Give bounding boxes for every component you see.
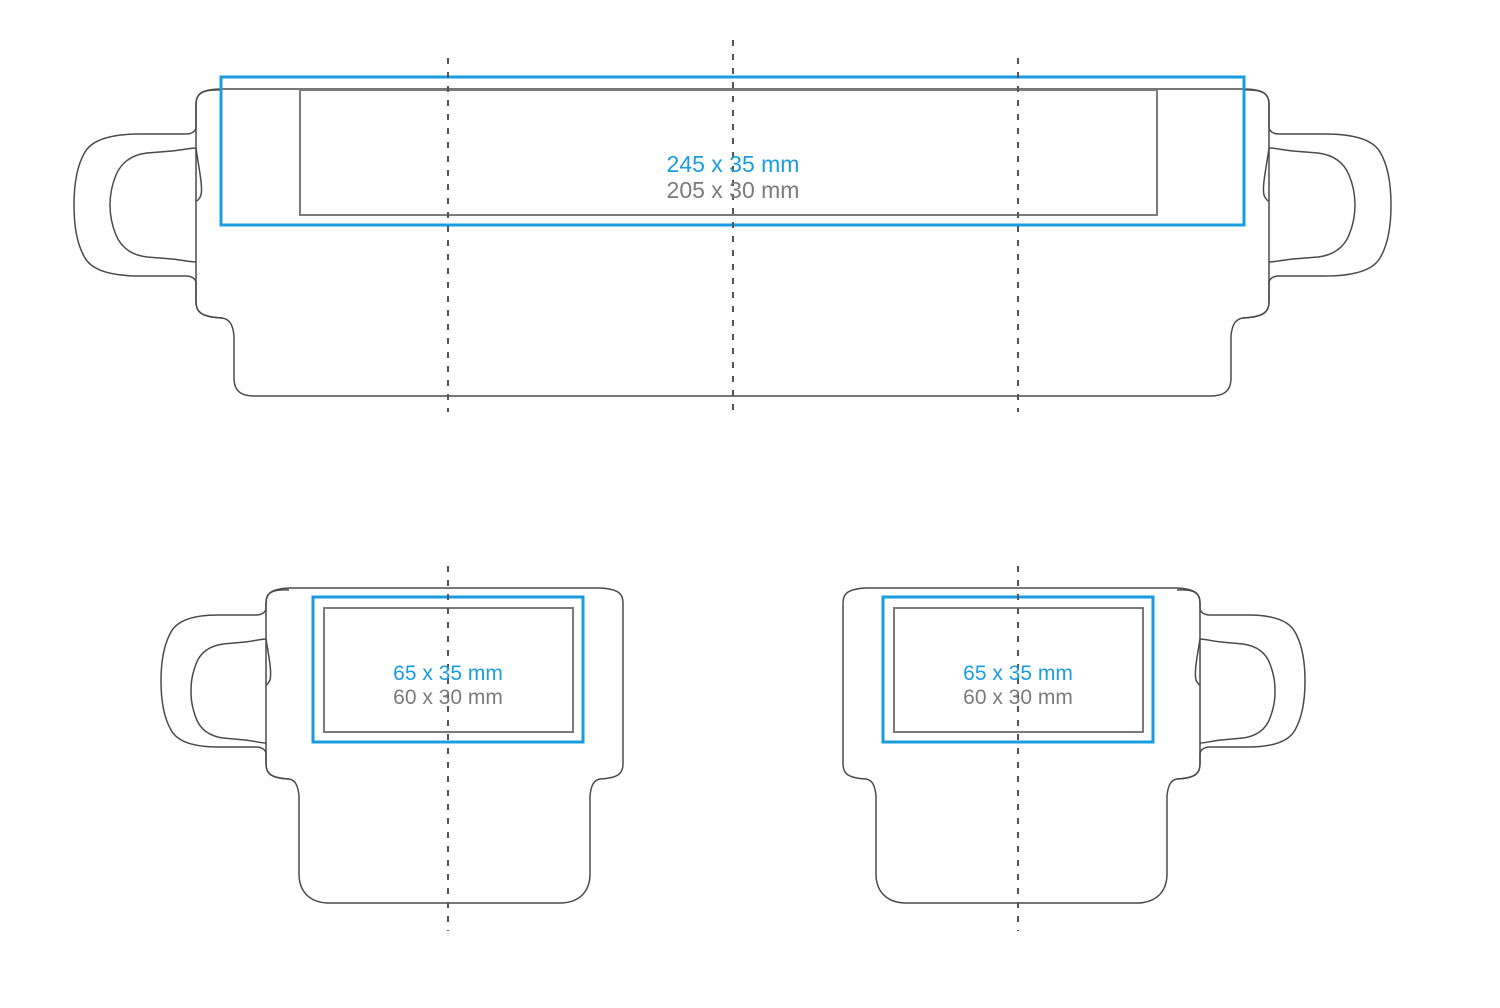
view-back — [842, 566, 1306, 931]
back-dimension-primary: 65 x 35 mm — [963, 662, 1073, 685]
front-handle-left-tip — [265, 638, 272, 686]
wrap-dimension-primary: 245 x 35 mm — [666, 151, 800, 177]
wrap-dimension-label: 245 x 35 mm 205 x 30 mm — [666, 151, 800, 204]
front-handle-left-outer — [160, 589, 290, 780]
wrap-print-area-secondary — [299, 89, 1158, 216]
back-dimension-secondary: 60 x 30 mm — [963, 685, 1073, 709]
front-body-outline — [265, 587, 624, 904]
front-dimension-primary: 65 x 35 mm — [393, 662, 503, 685]
wrap-dimension-secondary: 205 x 30 mm — [666, 176, 800, 203]
back-body-outline — [842, 587, 1201, 904]
view-front — [160, 566, 624, 931]
back-handle-right-tip — [1194, 638, 1201, 686]
wrap-handle-left-tip — [195, 147, 203, 202]
front-dimension-label: 65 x 35 mm 60 x 30 mm — [393, 662, 503, 709]
back-handle-right-inner — [1199, 638, 1276, 744]
wrap-handle-right-tip — [1262, 147, 1270, 202]
view-wrap — [73, 40, 1392, 412]
front-handle-left-inner — [190, 638, 267, 744]
wrap-handle-left-inner — [109, 147, 197, 263]
wrap-handle-right-inner — [1268, 147, 1356, 263]
front-dimension-secondary: 60 x 30 mm — [393, 685, 503, 709]
wrap-body-outline — [195, 88, 1270, 397]
wrap-handle-left-outer — [73, 89, 223, 319]
back-dimension-label: 65 x 35 mm 60 x 30 mm — [963, 662, 1073, 709]
wrap-handle-right-outer — [1242, 89, 1392, 319]
back-handle-right-outer — [1176, 589, 1306, 780]
